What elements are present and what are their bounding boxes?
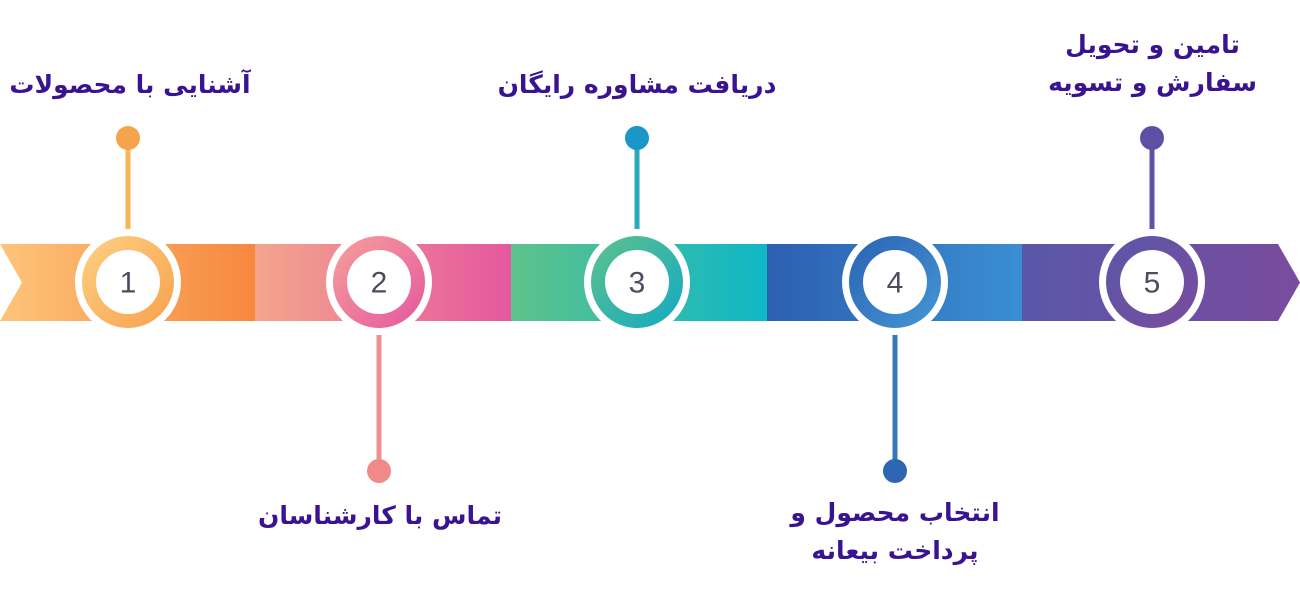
step-label-3: دریافت مشاوره رایگان: [487, 66, 787, 104]
connector-dot-5: [1140, 126, 1164, 150]
step-circle-4: 4: [842, 229, 948, 335]
connector-dot-1: [116, 126, 140, 150]
step-number-4: 4: [887, 267, 904, 300]
step-circle-5: 5: [1099, 229, 1205, 335]
step-label-4-line-1: انتخاب محصول و: [790, 498, 1000, 527]
step-label-3-line-1: دریافت مشاوره رایگان: [497, 70, 777, 99]
connector-dot-2: [367, 459, 391, 483]
connector-dot-3: [625, 126, 649, 150]
step-label-1-line-1: آشنایی با محصولات: [9, 70, 251, 99]
step-label-4: انتخاب محصول و پرداخت بیعانه: [770, 494, 1020, 570]
step-number-5: 5: [1144, 267, 1161, 300]
step-label-5: تامین و تحویل سفارش و تسویه: [1035, 26, 1270, 102]
step-label-5-line-2: سفارش و تسویه: [1048, 68, 1257, 97]
step-number-1: 1: [120, 267, 137, 300]
step-label-2-line-1: تماس با کارشناسان: [257, 501, 503, 530]
step-number-2: 2: [371, 267, 388, 300]
step-circle-1: 1: [75, 229, 181, 335]
step-label-4-line-2: پرداخت بیعانه: [811, 536, 979, 565]
step-label-5-line-1: تامین و تحویل: [1065, 30, 1240, 59]
step-circle-2: 2: [326, 229, 432, 335]
step-number-3: 3: [629, 267, 646, 300]
step-label-2: تماس با کارشناسان: [240, 497, 520, 535]
connector-dot-4: [883, 459, 907, 483]
step-circle-3: 3: [584, 229, 690, 335]
step-label-1: آشنایی با محصولات: [0, 66, 260, 104]
